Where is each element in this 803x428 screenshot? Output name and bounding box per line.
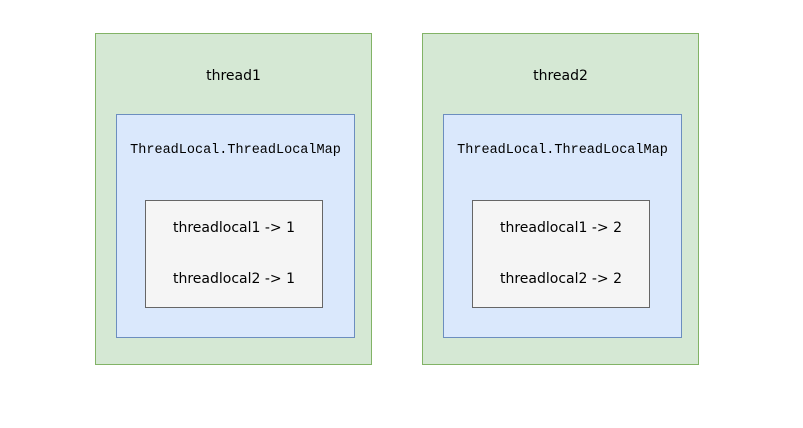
thread2-threadlocalmap-label: ThreadLocal.ThreadLocalMap <box>457 143 668 158</box>
thread2-entries: threadlocal1 -> 2 threadlocal2 -> 2 <box>500 186 622 322</box>
thread1-box: thread1 ThreadLocal.ThreadLocalMap threa… <box>95 33 372 365</box>
thread1-title: thread1 <box>206 68 261 84</box>
thread1-entry-1: threadlocal1 -> 1 <box>172 220 295 236</box>
thread2-entry-2: threadlocal2 -> 2 <box>499 271 622 287</box>
thread2-title: thread2 <box>533 68 588 84</box>
thread1-entry-2: threadlocal2 -> 1 <box>172 271 295 287</box>
thread1-entries: threadlocal1 -> 1 threadlocal2 -> 1 <box>173 186 295 322</box>
thread1-threadlocalmap-label: ThreadLocal.ThreadLocalMap <box>130 143 341 158</box>
thread1-threadlocalmap-box: ThreadLocal.ThreadLocalMap threadlocal1 … <box>116 114 355 338</box>
thread2-entries-box: threadlocal1 -> 2 threadlocal2 -> 2 <box>472 200 650 308</box>
thread2-threadlocalmap-box: ThreadLocal.ThreadLocalMap threadlocal1 … <box>443 114 682 338</box>
thread1-entries-box: threadlocal1 -> 1 threadlocal2 -> 1 <box>145 200 323 308</box>
thread2-entry-1: threadlocal1 -> 2 <box>499 220 622 236</box>
thread2-box: thread2 ThreadLocal.ThreadLocalMap threa… <box>422 33 699 365</box>
